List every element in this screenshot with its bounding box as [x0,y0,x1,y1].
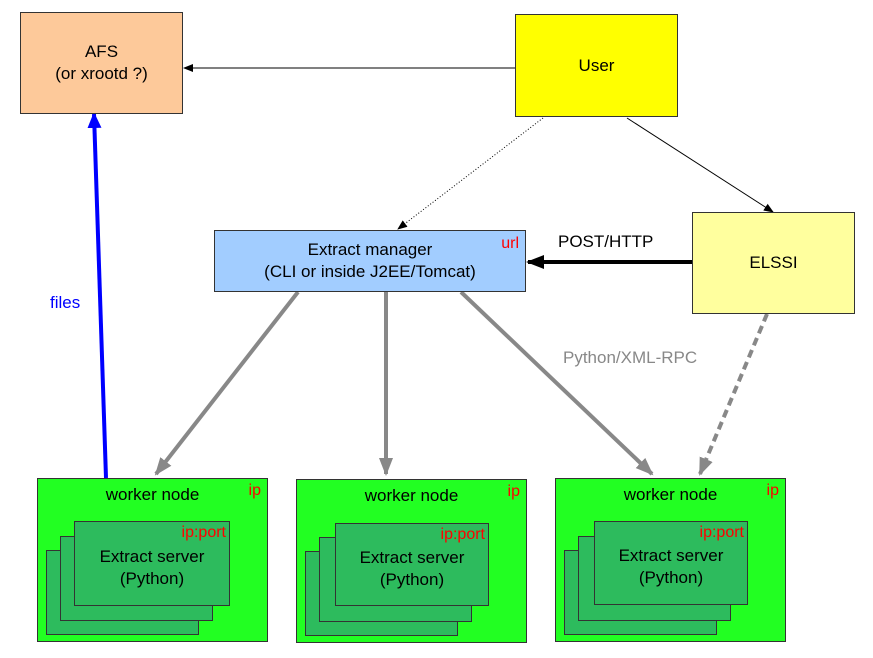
worker-node-2: worker node ip ip:port Extract server (P… [296,479,527,643]
worker-node-3: worker node ip ip:port Extract server (P… [555,478,786,642]
server-title: Extract server [618,546,724,565]
server-title: Extract server [359,547,465,567]
extract-server-2: ip:port Extract server (Python) [335,523,489,606]
worker-title: worker node [623,485,718,504]
worker-ip-tag: ip [766,482,779,499]
worker-title: worker node [364,486,459,505]
user-node: User [515,14,678,117]
arrow-user-to-manager [397,117,544,230]
extract-server-3: ip:port Extract server (Python) [594,521,748,605]
server-title: Extract server [99,546,205,566]
afs-title: AFS [84,42,119,61]
extract-server-1: ip:port Extract server (Python) [74,521,230,606]
arrow-manager-to-worker-1 [154,290,300,476]
elssi-label: ELSSI [749,253,798,272]
worker-ip-tag: ip [507,483,520,500]
arrow-user-to-elssi [626,117,774,213]
server-subtitle: (Python) [119,568,185,588]
manager-subtitle: (CLI or inside J2EE/Tomcat) [264,262,476,281]
manager-title: Extract manager [307,240,433,259]
server-port-tag: ip:port [181,524,226,541]
python-xmlrpc-label: Python/XML-RPC [563,348,698,367]
post-http-label: POST/HTTP [558,232,654,251]
extract-manager-node: Extract manager (CLI or inside J2EE/Tomc… [214,230,526,292]
worker-ip-tag: ip [248,482,261,499]
arrow-files-to-afs [87,112,108,479]
elssi-node: ELSSI [692,212,855,314]
afs-node: AFS (or xrootd ?) [20,12,183,114]
server-port-tag: ip:port [699,524,744,541]
server-subtitle: (Python) [638,568,704,587]
worker-node-1: worker node ip ip:port Extract server (P… [37,478,268,642]
server-port-tag: ip:port [440,526,485,543]
manager-url-tag: url [501,235,519,252]
user-label: User [578,55,615,75]
afs-subtitle: (or xrootd ?) [55,64,148,83]
worker-title: worker node [105,485,200,504]
server-subtitle: (Python) [379,569,445,589]
files-label: files [50,293,81,312]
arrow-manager-to-worker-3 [459,290,654,476]
arrow-elssi-to-worker-3 [698,313,769,476]
